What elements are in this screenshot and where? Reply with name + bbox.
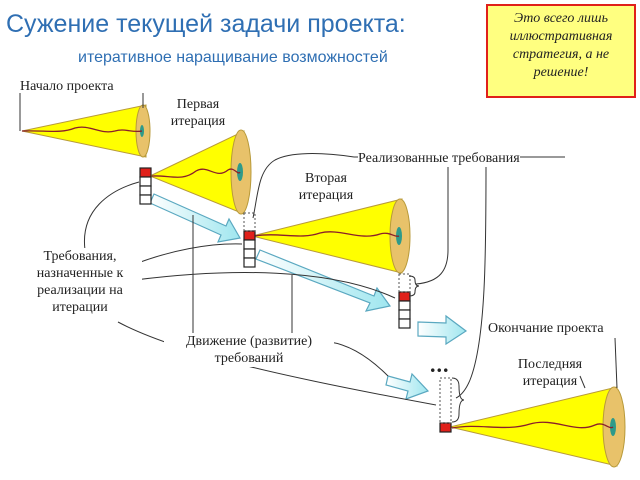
cone-project-start — [21, 104, 151, 158]
requirement-stack-2 — [243, 230, 256, 268]
label-first-iteration-line-1: Первая — [176, 97, 220, 112]
cone-second-iteration — [251, 198, 411, 274]
disclaimer-note: Это всего лишь иллюстративная стратегия,… — [486, 4, 636, 98]
requirements-flow-arrows — [149, 193, 468, 400]
requirement-stack-1 — [139, 167, 152, 205]
label-first-iteration-line-2: итерация — [170, 114, 226, 129]
ellipsis: ... — [430, 352, 450, 377]
note-line-1: Это всего лишь — [514, 11, 608, 26]
pointer-lines — [19, 93, 618, 406]
label-assigned-line-3: реализации на — [37, 283, 123, 298]
note-line-2: иллюстративная — [509, 29, 613, 44]
label-project-end: Окончание проекта — [488, 321, 604, 336]
flow-arrow-1 — [149, 193, 241, 243]
requirement-stack-3 — [398, 291, 411, 329]
note-line-3: стратегия, а не — [512, 47, 610, 62]
label-movement-line-1: Движение (развитие) — [185, 334, 313, 349]
brace-connectors — [408, 275, 465, 423]
label-second-iteration-line-1: Вторая — [305, 171, 347, 186]
label-assigned-line-2: назначенные к — [36, 266, 124, 281]
label-last-iteration-line-2: итерация — [522, 374, 578, 389]
flow-arrow-4 — [385, 372, 430, 400]
realized-stack-dashed — [243, 212, 452, 424]
label-realized-requirements: Реализованные требования — [358, 150, 520, 167]
label-last-iteration-line-1: Последняя — [517, 357, 583, 372]
cone-first-iteration — [148, 129, 252, 215]
label-last-iteration: Последняя итерация — [504, 356, 596, 390]
flow-arrow-3 — [417, 314, 468, 346]
label-assigned-requirements: Требования, назначенные к реализации на … — [18, 248, 142, 316]
label-requirements-movement: Движение (развитие) требований — [164, 333, 334, 367]
label-second-iteration: Вторая итерация — [286, 170, 366, 204]
label-second-iteration-line-2: итерация — [298, 188, 354, 203]
page-title: Сужение текущей задачи проекта: — [6, 10, 406, 38]
note-line-4: решение! — [533, 65, 589, 80]
label-project-start: Начало проекта — [20, 79, 114, 94]
page-subtitle: итеративное наращивание возможностей — [78, 49, 388, 66]
label-movement-line-2: требований — [214, 351, 284, 366]
requirement-stack-last — [439, 422, 452, 433]
flow-arrow-2 — [255, 249, 392, 312]
label-assigned-line-1: Требования, — [43, 249, 117, 264]
label-first-iteration: Первая итерация — [158, 96, 238, 130]
label-assigned-line-4: итерации — [52, 300, 108, 315]
cone-last-iteration — [449, 386, 626, 468]
